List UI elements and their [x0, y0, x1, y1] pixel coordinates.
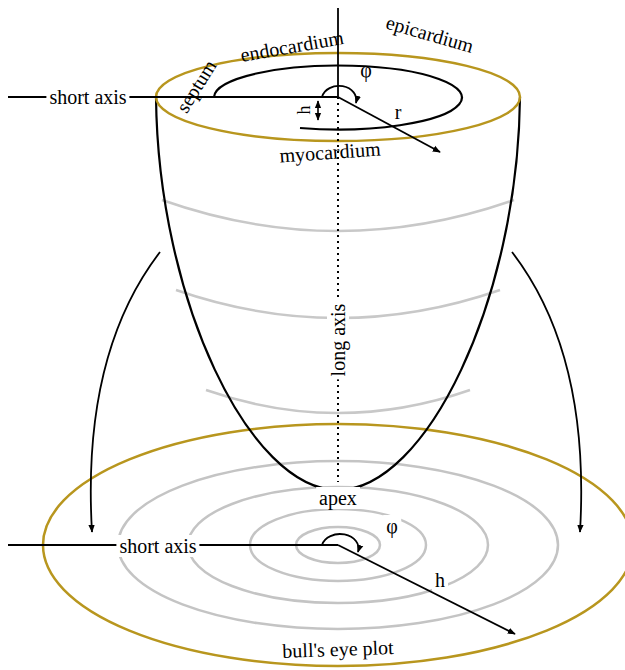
part-label: apex	[316, 487, 360, 509]
phi-arc	[322, 534, 359, 552]
part-label: myocardium	[276, 137, 384, 166]
long-axis-line	[337, 8, 339, 97]
dimension-label: r	[392, 101, 405, 123]
h-arrow	[338, 545, 515, 634]
axis-label: long axis	[327, 301, 349, 380]
projection-arrow	[512, 252, 581, 532]
axis-label: short axis	[116, 535, 199, 557]
angle-label: φ	[383, 515, 401, 537]
phi-arc	[322, 86, 356, 103]
plot-label: bull's eye plot	[279, 636, 397, 662]
projection-arrow	[91, 252, 160, 532]
dimension-label: h	[432, 569, 448, 591]
band-line	[162, 200, 514, 231]
h-double-arrow	[317, 101, 319, 120]
part-label: septum	[170, 53, 222, 119]
ventricle-wall	[156, 97, 520, 490]
angle-label: φ	[357, 59, 375, 81]
axis-label: short axis	[46, 86, 129, 108]
dimension-label: h	[294, 103, 314, 118]
part-label: epicardium	[381, 10, 479, 58]
part-label: endocardium	[236, 26, 349, 67]
